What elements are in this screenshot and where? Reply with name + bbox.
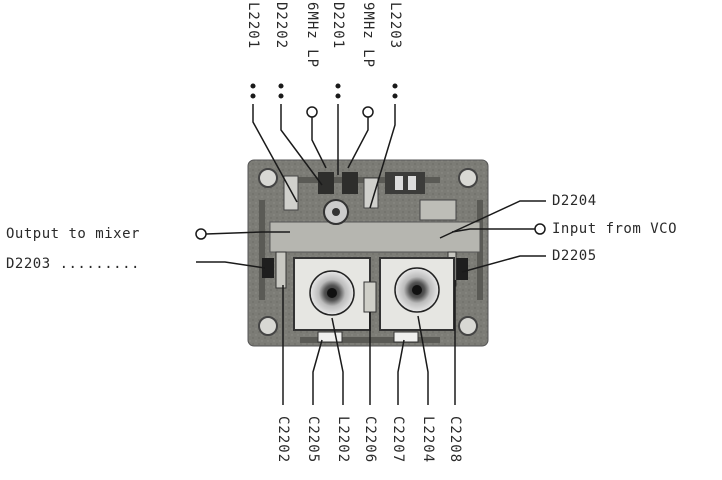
- leader-d2203: [196, 261, 266, 269]
- label-l2203: L2203: [387, 2, 403, 50]
- mounting-hole: [458, 316, 478, 336]
- pcb-board: [247, 159, 489, 347]
- label-l2202: L2202: [335, 416, 351, 464]
- diode-component: [262, 258, 274, 278]
- label-d2205: D2205: [552, 248, 597, 264]
- label-d2201: D2201: [330, 2, 346, 50]
- label-d2204: D2204: [552, 193, 597, 209]
- crystal-filter: [385, 172, 425, 194]
- leader-d2204: [439, 200, 546, 239]
- leader-6mhz-lp: [311, 117, 327, 169]
- label-d2202: D2202: [273, 2, 289, 50]
- label-l2201: L2201: [245, 2, 261, 50]
- diode-component: [318, 172, 334, 194]
- label-l2204: L2204: [420, 416, 436, 464]
- leader-output-to-mixer: [205, 231, 290, 235]
- label-c2208: C2208: [447, 416, 463, 464]
- leader-l2203: [369, 104, 396, 209]
- label-c2206: C2206: [362, 416, 378, 464]
- leader-d2205: [461, 255, 546, 273]
- leader-9mhz-lp: [347, 117, 369, 169]
- label-c2205: C2205: [305, 416, 321, 464]
- bottom-leaders: [282, 280, 456, 405]
- diode-component: [456, 258, 468, 280]
- shield-plate: [269, 221, 481, 253]
- leader-l2201: [252, 104, 298, 203]
- center-component: [363, 281, 377, 313]
- top-leaders: [250, 83, 398, 209]
- leader-c2205: [312, 339, 323, 405]
- mounting-hole: [458, 168, 478, 188]
- coil-component: [363, 177, 379, 209]
- label-c2207: C2207: [390, 416, 406, 464]
- leader-l2204: [417, 315, 429, 405]
- label-c2202: C2202: [275, 416, 291, 464]
- leader-d2202: [280, 104, 323, 186]
- mounting-hole: [258, 168, 278, 188]
- mounting-hole: [258, 316, 278, 336]
- label-input-from-vco: Input from VCO: [552, 221, 678, 237]
- label-6mhz-lp: 6MHz LP: [304, 2, 320, 69]
- capacitor-component: [275, 251, 287, 289]
- leader-l2202: [331, 317, 344, 405]
- leader-input-from-vco: [451, 228, 535, 233]
- side-leaders: [195, 200, 546, 273]
- diode-component: [342, 172, 358, 194]
- label-9mhz-lp: 9MHz LP: [360, 2, 376, 69]
- leader-c2207: [397, 339, 405, 405]
- label-d2203: D2203 .........: [6, 256, 140, 272]
- label-output-to-mixer: Output to mixer: [6, 226, 140, 242]
